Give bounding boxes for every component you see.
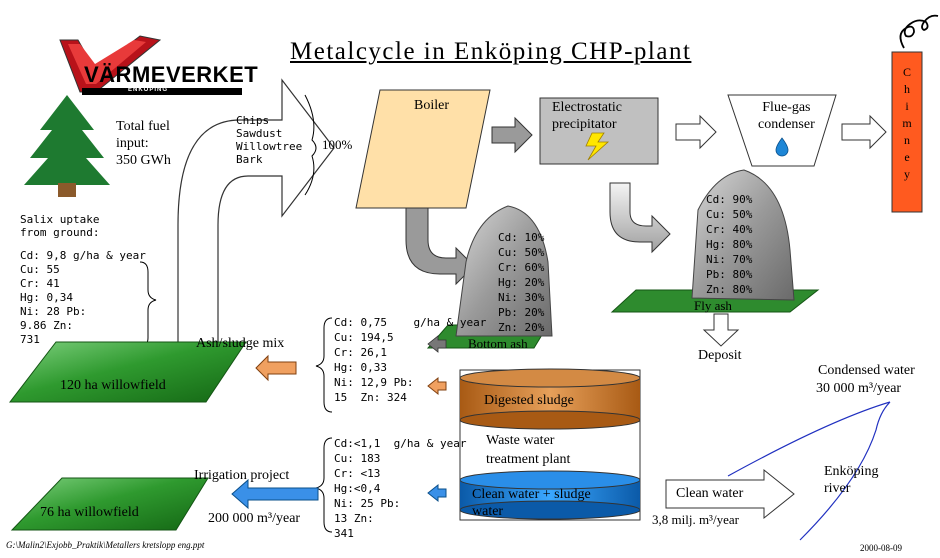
arrow-boiler-precip: [491, 116, 533, 154]
willowfield-120-label: 120 ha willowfield: [60, 378, 166, 393]
fuel-arrow: [177, 78, 335, 346]
smoke-icon: [899, 14, 939, 49]
digested-sludge-tank: [459, 368, 641, 430]
clean-water-tank: [459, 470, 641, 520]
boiler-label: Boiler: [414, 98, 449, 113]
condenser-label: Flue-gas condenser: [758, 100, 815, 132]
tree-icon: [24, 95, 110, 197]
precipitator-label: Electrostatic precipitator: [552, 100, 622, 132]
footer-path: G:\Malin2\Exjobb_Praktik\Metallers krets…: [6, 540, 205, 550]
salix-header: Salix uptake from ground:: [20, 213, 100, 239]
arrow-ash-left: [427, 335, 447, 353]
river-line: [727, 401, 891, 541]
irrigation-bracket: [315, 437, 333, 533]
arrow-cond-chimney: [841, 114, 887, 150]
logo-sub-bar: [82, 88, 242, 95]
arrow-to-deposit: [702, 313, 740, 347]
willowfield-76-label: 76 ha willowfield: [40, 505, 139, 520]
arrow-sludge-to-mix: [427, 376, 447, 396]
condensed-water-volume: 30 000 m³/year: [816, 381, 902, 396]
arrow-to-120ha: [255, 354, 297, 382]
lightning-icon: [585, 132, 610, 161]
bottom-ash-rock: [455, 205, 553, 337]
river-label: Enköping river: [824, 464, 879, 496]
logo-brand: VÄRMEVERKET: [84, 62, 259, 87]
irrigation-label: Irrigation project: [194, 468, 290, 483]
wwtp-label: Waste water treatment plant: [486, 433, 571, 467]
clean-water-volume: 3,8 milj. m³/year: [652, 512, 739, 527]
condensed-water-label: Condensed water: [818, 363, 915, 378]
footer-date: 2000-08-09: [860, 543, 902, 553]
salix-values: Cd: 9,8 g/ha & year Cu: 55 Cr: 41 Hg: 0,…: [20, 249, 146, 346]
deposit-label: Deposit: [698, 348, 742, 363]
ash-sludge-bracket: [315, 317, 333, 413]
fuel-percent: 100%: [322, 137, 353, 152]
fly-ash-rock: [691, 169, 795, 301]
clean-water-arrow: [665, 468, 795, 520]
fly-ash-label: Fly ash: [694, 298, 732, 313]
arrow-to-bottom-ash: [405, 207, 475, 286]
clean-water-label: Clean water: [676, 486, 744, 501]
irrigation-volume: 200 000 m³/year: [208, 511, 301, 526]
chimney: [891, 51, 923, 213]
bottom-ash-values: Cd: 10% Cu: 50% Cr: 60% Hg: 20% Ni: 30% …: [498, 231, 545, 334]
precipitator-box: [539, 97, 659, 165]
fuel-bracket: [304, 94, 317, 196]
fly-ash-values: Cd: 90% Cu: 50% Cr: 40% Hg: 80% Ni: 70% …: [706, 193, 753, 296]
ash-sludge-values: Cd: 0,75 g/ha & year Cu: 194,5 Cr: 26,1 …: [334, 316, 487, 404]
condenser-shape: [727, 94, 837, 167]
logo-sub: ENKÖPING: [128, 87, 169, 93]
bottom-ash-label: Bottom ash: [468, 336, 528, 351]
water-drop-icon: [775, 137, 789, 157]
arrow-to-fly-ash: [609, 182, 671, 254]
ash-sludge-label: Ash/sludge mix: [196, 336, 285, 351]
fuel-types: Chips Sawdust Willowtree Bark: [236, 114, 303, 166]
arrow-precip-cond: [675, 114, 717, 150]
arrow-to-76ha: [231, 478, 319, 510]
page-title: Metalcycle in Enköping CHP-plant: [290, 38, 692, 65]
clean-water-sludge-label: Clean water + sludge water: [472, 487, 591, 519]
arrow-water-to-irrigation: [427, 483, 447, 503]
digested-sludge-label: Digested sludge: [484, 393, 574, 408]
irrigation-values: Cd:<1,1 g/ha & year Cu: 183 Cr: <13 Hg:<…: [334, 437, 467, 540]
fuel-label: Total fuel input: 350 GWh: [116, 119, 171, 168]
willowfield-120-plot: [8, 341, 247, 403]
boiler-shape: [355, 89, 491, 209]
willowfield-76-plot: [10, 477, 209, 531]
